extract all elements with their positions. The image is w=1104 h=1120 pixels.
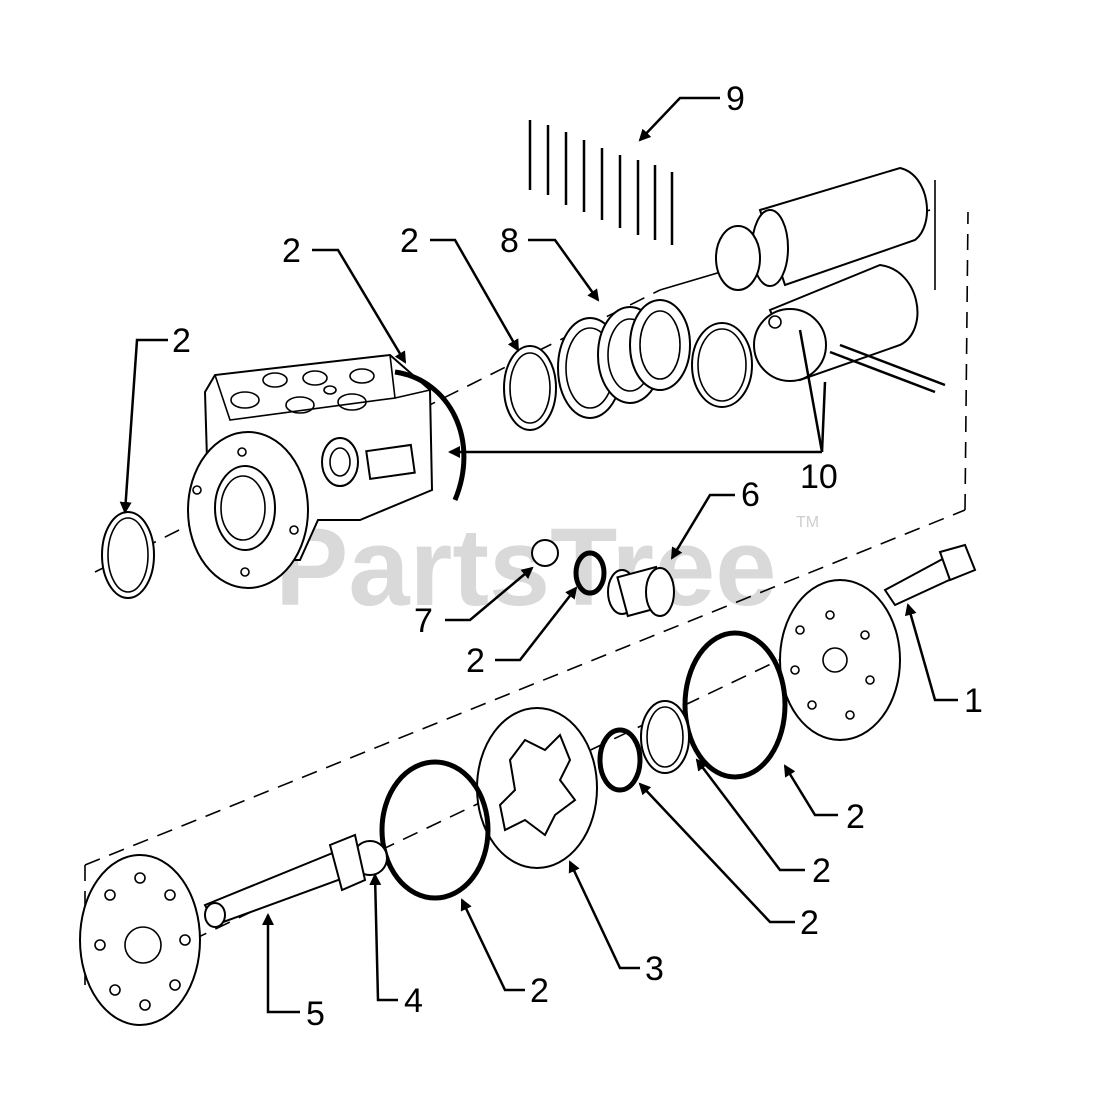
watermark-trademark: TM: [796, 514, 819, 531]
callout-6: 6: [741, 476, 760, 514]
callout-2-seal: 2: [400, 222, 419, 260]
callout-2-plug-ring: 2: [466, 642, 485, 680]
end-cap: [779, 579, 901, 741]
spacer-ring: [640, 700, 690, 774]
callout-9: 9: [726, 80, 745, 118]
gerotor-set: [476, 707, 598, 869]
o-ring-left: [101, 511, 155, 599]
watermark-text: PartsTree: [275, 506, 776, 629]
housing-seal-ring: [394, 369, 467, 501]
thrust-bearing: [597, 299, 691, 404]
callout-8: 8: [500, 222, 519, 260]
callout-4: 4: [404, 982, 423, 1020]
o-ring-gerotor: [379, 759, 491, 901]
callout-7: 7: [414, 602, 433, 640]
callout-leaders: [119, 96, 958, 1014]
o-ring-plug: [573, 550, 607, 596]
o-ring-small: [597, 727, 643, 793]
callout-5: 5: [306, 995, 325, 1033]
callout-1: 1: [964, 682, 983, 720]
cap-screw: [883, 543, 977, 607]
check-ball: [531, 539, 559, 567]
relief-plug: [607, 565, 675, 618]
drive-shaft: [203, 833, 367, 928]
o-ring-end-cap: [682, 630, 788, 780]
valve-housing: [187, 353, 434, 589]
callout-2-housing-ring: 2: [282, 232, 301, 270]
mounting-plate: [79, 854, 201, 1026]
callout-2-gerotor-ring: 2: [530, 972, 549, 1010]
callout-3: 3: [645, 950, 664, 988]
o-ring-spool: [691, 322, 753, 408]
callout-2-end-cap-ring: 2: [846, 798, 865, 836]
callout-2-spacer: 2: [812, 852, 831, 890]
callout-10: 10: [800, 458, 838, 496]
callout-2-small-ring: 2: [800, 904, 819, 942]
spool-and-sleeve: [715, 166, 946, 394]
callout-2-left-ring: 2: [172, 322, 191, 360]
centering-springs: [528, 120, 674, 245]
